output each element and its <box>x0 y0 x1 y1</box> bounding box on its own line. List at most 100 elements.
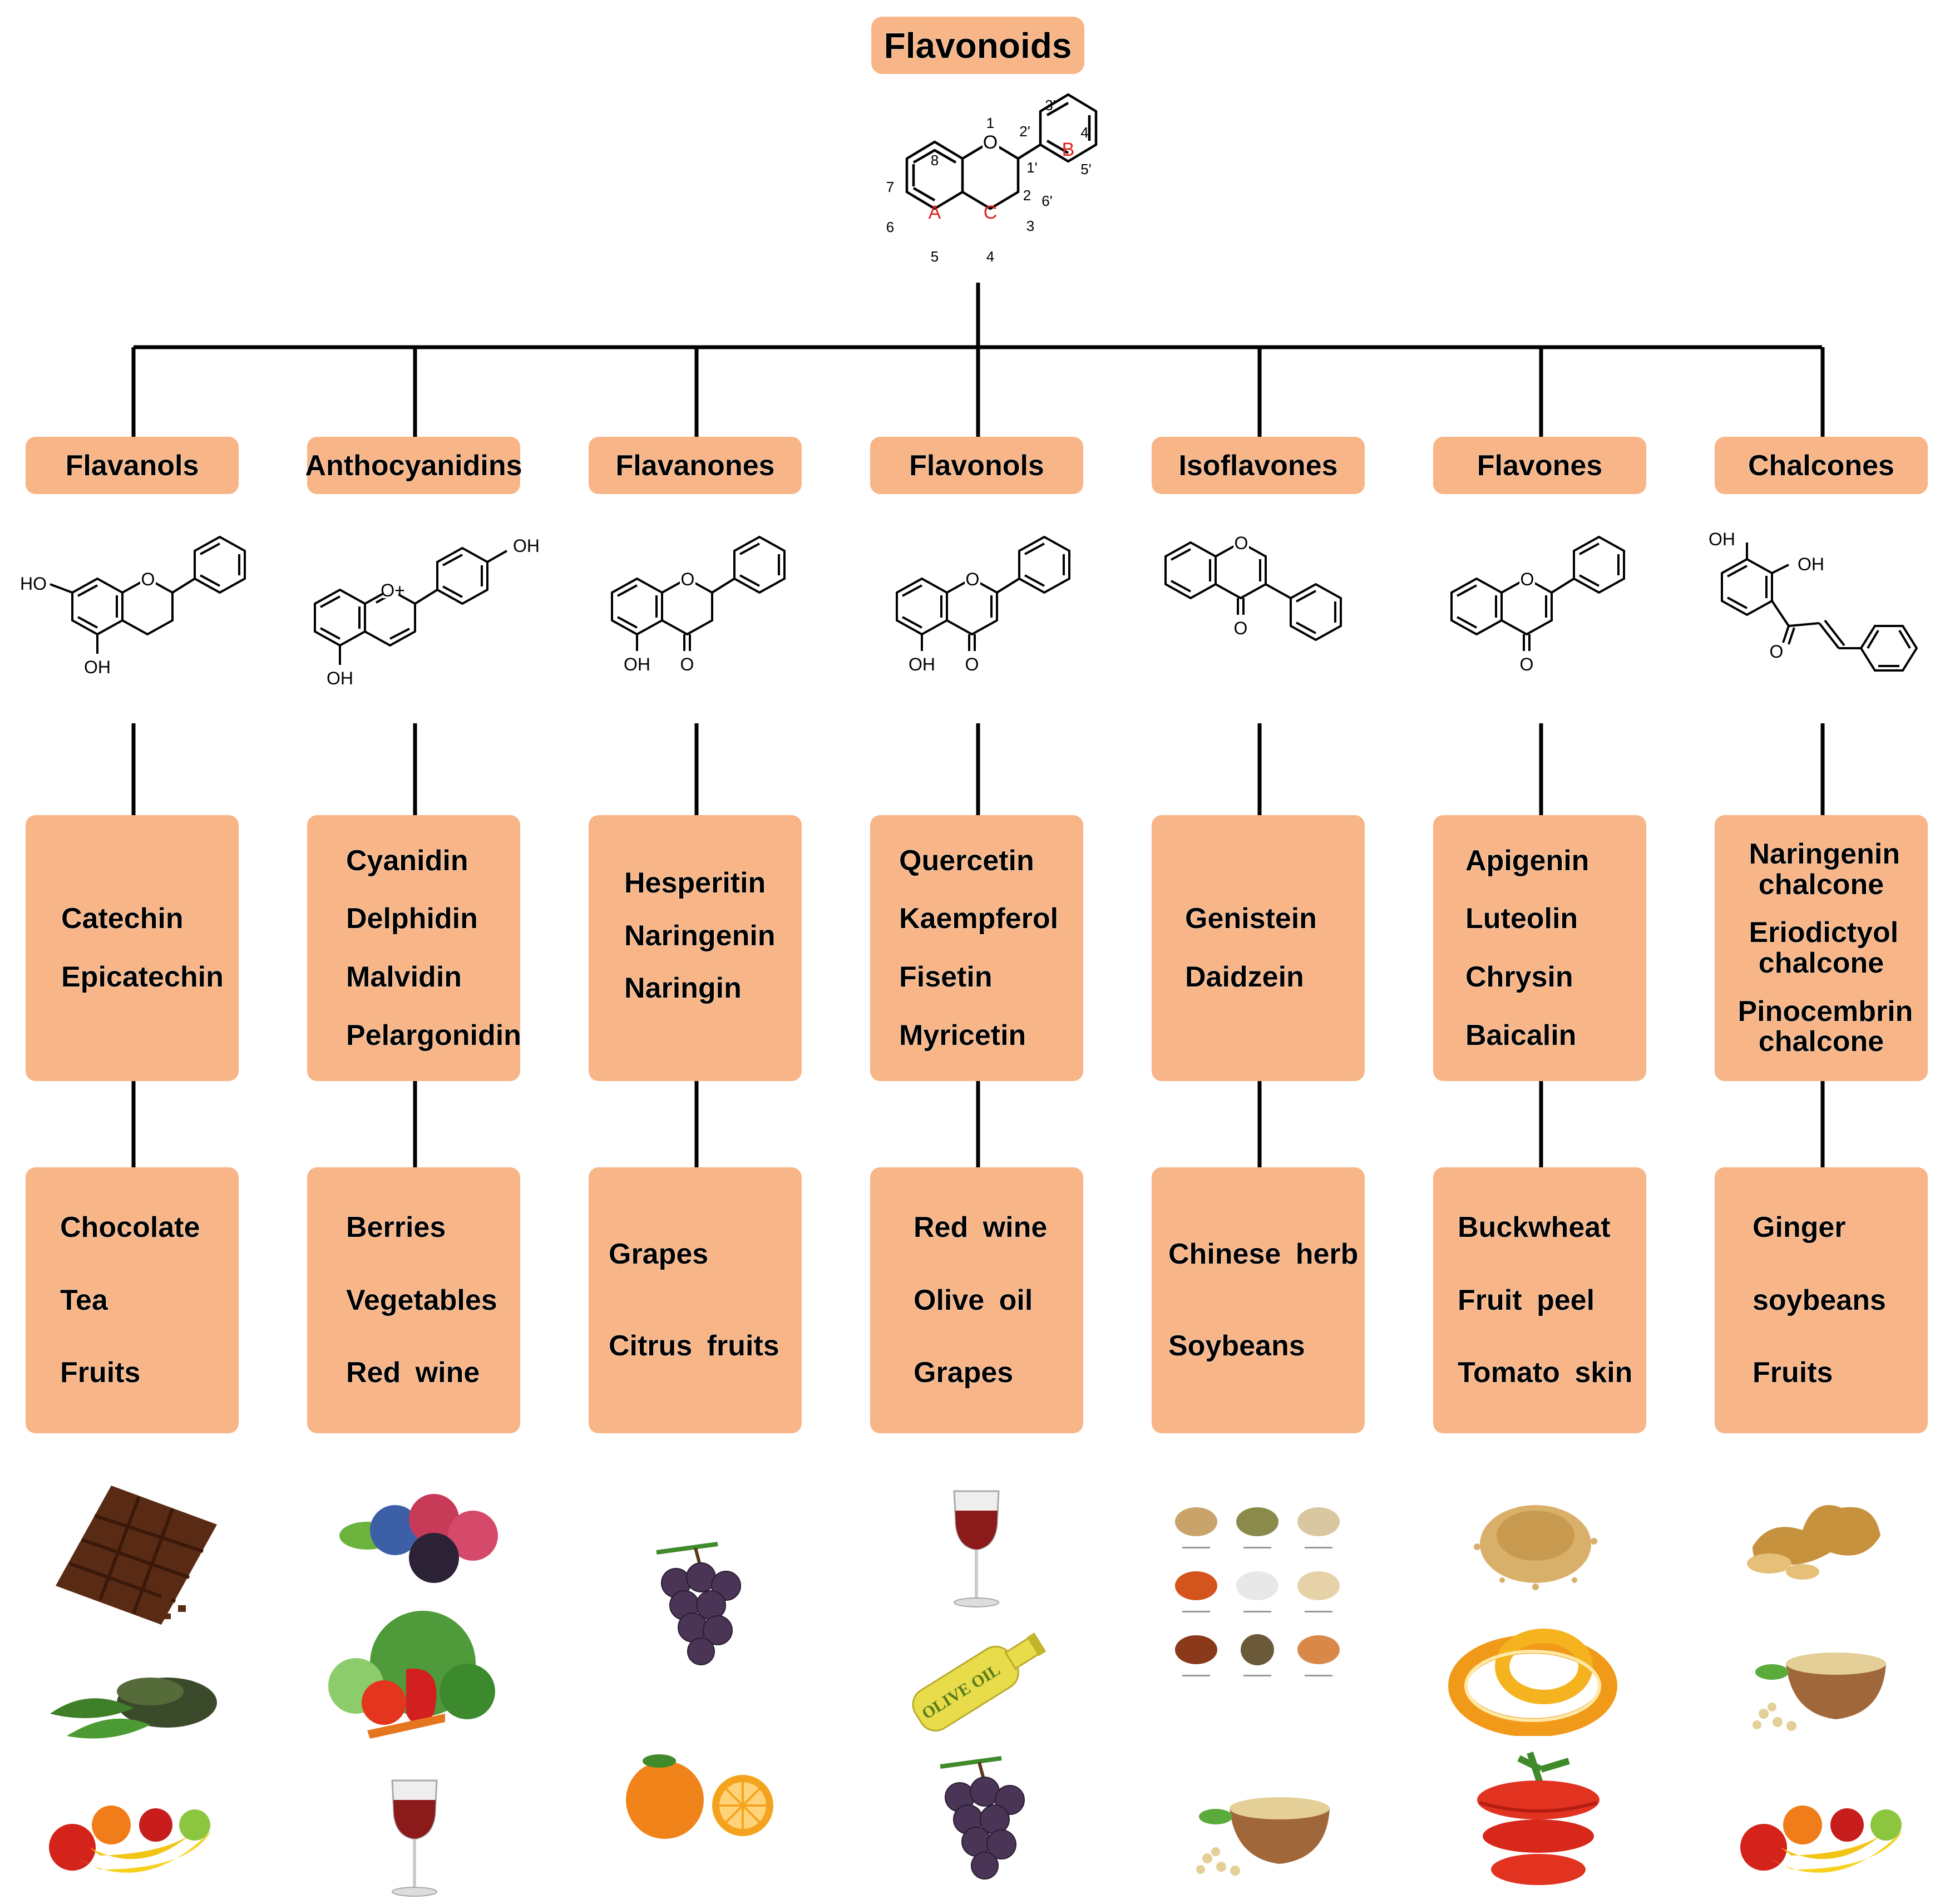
compound-luteolin: Luteolin <box>1465 902 1578 935</box>
atom-2: 2 <box>1023 187 1031 204</box>
compound-naringenin-chalcone: Naringenin chalcone <box>1749 838 1900 901</box>
atom-1: 1 <box>986 115 994 131</box>
core-oxygen: O <box>983 132 998 153</box>
source-berries: Berries <box>346 1211 446 1244</box>
compound-cyanidin: Cyanidin <box>346 844 468 877</box>
source-red-wine: Red wine <box>914 1211 1048 1244</box>
ginger-icon <box>1747 1505 1880 1580</box>
source-tea: Tea <box>60 1284 108 1316</box>
source-chocolate: Chocolate <box>60 1211 200 1244</box>
orange-peel-icon <box>1448 1629 1617 1736</box>
source-red-wine: Red wine <box>346 1357 480 1389</box>
chalcone-structure: OH OH O <box>1709 529 1918 672</box>
flavonols-compounds: Quercetin Kaempferol Fisetin Myricetin <box>870 815 1083 1081</box>
compound-hesperitin: Hesperitin <box>624 867 766 899</box>
compound-epicatechin: Epicatechin <box>61 961 224 993</box>
compound-apigenin: Apigenin <box>1465 844 1589 877</box>
olive-oil-bottle-icon: OLIVE OIL <box>912 1632 1046 1732</box>
oh-label: OH <box>513 536 540 556</box>
orange-icon <box>626 1754 773 1839</box>
compound-malvidin: Malvidin <box>346 961 462 993</box>
source-vegetables: Vegetables <box>346 1284 497 1316</box>
source-chinese-herb: Chinese herb <box>1168 1238 1359 1271</box>
fruits-icon <box>49 1806 211 1873</box>
atom-3p: 3' <box>1045 97 1055 114</box>
vegetables-icon <box>328 1611 495 1739</box>
compound-naringin: Naringin <box>624 972 742 1005</box>
class-anthocyanidins: Anthocyanidins <box>305 437 522 494</box>
atom-5p: 5' <box>1080 161 1091 177</box>
flavonoids-root-label: Flavonoids <box>871 17 1084 74</box>
flavone-structure: O O <box>1450 535 1625 674</box>
flavanone-structure: O OH O <box>611 535 786 674</box>
o-plus-label: O+ <box>381 580 405 600</box>
compound-chrysin: Chrysin <box>1465 961 1573 993</box>
carbonyl-o-label: O <box>965 654 979 674</box>
flavanols-sources: Chocolate Tea Fruits <box>26 1167 239 1433</box>
ho-label: HO <box>20 574 47 594</box>
atom-3: 3 <box>1026 218 1034 234</box>
atom-4: 4 <box>986 248 994 265</box>
carbonyl-o-label: O <box>1770 642 1784 662</box>
anthocyanidin-structure: O+ OH OH <box>314 536 540 688</box>
compound-pinocembrin-chalcone: Pinocembrin chalcone <box>1737 995 1913 1058</box>
soybean-bowl-icon <box>1753 1653 1886 1731</box>
source-tomato-skin: Tomato skin <box>1458 1357 1633 1389</box>
compound-daidzein: Daidzein <box>1185 961 1304 993</box>
fruits-icon <box>1740 1806 1903 1873</box>
o-label: O <box>681 569 695 589</box>
ring-b-label: B <box>1062 139 1075 160</box>
ring-a-label: A <box>929 202 941 223</box>
tomato-skin-icon <box>1477 1752 1600 1885</box>
flavanones-compounds: Hesperitin Naringenin Naringin <box>589 815 802 1081</box>
class-flavanols: Flavanols <box>26 437 239 494</box>
flavanol-structure: HO O OH <box>20 535 246 677</box>
oh-label: OH <box>327 668 353 688</box>
berries-icon <box>339 1494 498 1583</box>
isoflavones-compounds: Genistein Daidzein <box>1152 815 1365 1081</box>
compound-baicalin: Baicalin <box>1465 1019 1577 1052</box>
carbonyl-o-label: O <box>1234 618 1248 638</box>
flavanols-compounds: Catechin Epicatechin <box>26 815 239 1081</box>
o-label: O <box>966 569 980 589</box>
source-fruits: Fruits <box>1753 1357 1833 1389</box>
anthocyanidins-sources: Berries Vegetables Red wine <box>307 1167 520 1433</box>
flavonol-structure: O OH O <box>896 535 1070 674</box>
source-buckwheat: Buckwheat <box>1458 1211 1611 1244</box>
isoflavones-sources: Chinese herb Soybeans <box>1152 1167 1365 1433</box>
source-grapes: Grapes <box>609 1238 709 1271</box>
atom-1p: 1' <box>1026 159 1037 176</box>
soybean-bowl-icon <box>1196 1797 1330 1876</box>
flavones-sources: Buckwheat Fruit peel Tomato skin <box>1433 1167 1646 1433</box>
oh-label: OH <box>1798 554 1824 574</box>
flavanones-sources: Grapes Citrus fruits <box>589 1167 802 1433</box>
source-citrus-fruits: Citrus fruits <box>609 1330 779 1362</box>
atom-4p: 4' <box>1080 124 1091 141</box>
compound-fisetin: Fisetin <box>899 961 993 993</box>
source-fruits: Fruits <box>60 1357 141 1389</box>
isoflavone-structure: O O <box>1164 533 1342 642</box>
flavones-compounds: Apigenin Luteolin Chrysin Baicalin <box>1433 815 1646 1081</box>
atom-6: 6 <box>886 219 894 235</box>
atom-5: 5 <box>931 248 939 265</box>
class-isoflavones: Isoflavones <box>1152 437 1365 494</box>
atom-2p: 2' <box>1019 123 1030 140</box>
tea-leaves-icon <box>50 1678 217 1739</box>
anthocyanidins-compounds: Cyanidin Delphidin Malvidin Pelargonidin <box>307 815 521 1081</box>
chalcones-sources: Ginger soybeans Fruits <box>1715 1167 1928 1433</box>
class-flavanones: Flavanones <box>589 437 802 494</box>
compound-catechin: Catechin <box>61 902 184 935</box>
flavonoid-core-structure: O 1 2 3 4 5 6 7 8 1' 2' 3' 4' 5' 6' A C … <box>886 93 1098 265</box>
compound-genistein: Genistein <box>1185 902 1317 935</box>
source-fruit-peel: Fruit peel <box>1458 1284 1595 1316</box>
wine-glass-icon <box>391 1779 438 1897</box>
compound-quercetin: Quercetin <box>899 844 1034 877</box>
wine-glass-icon <box>953 1490 1000 1607</box>
grapes-icon <box>940 1756 1025 1880</box>
class-flavonols: Flavonols <box>870 437 1083 494</box>
ring-c-label: C <box>984 202 998 223</box>
chalcones-compounds: Naringenin chalcone Eriodictyol chalcone… <box>1715 815 1928 1081</box>
source-ginger: Ginger <box>1753 1211 1846 1244</box>
compound-pelargonidin: Pelargonidin <box>346 1019 521 1052</box>
